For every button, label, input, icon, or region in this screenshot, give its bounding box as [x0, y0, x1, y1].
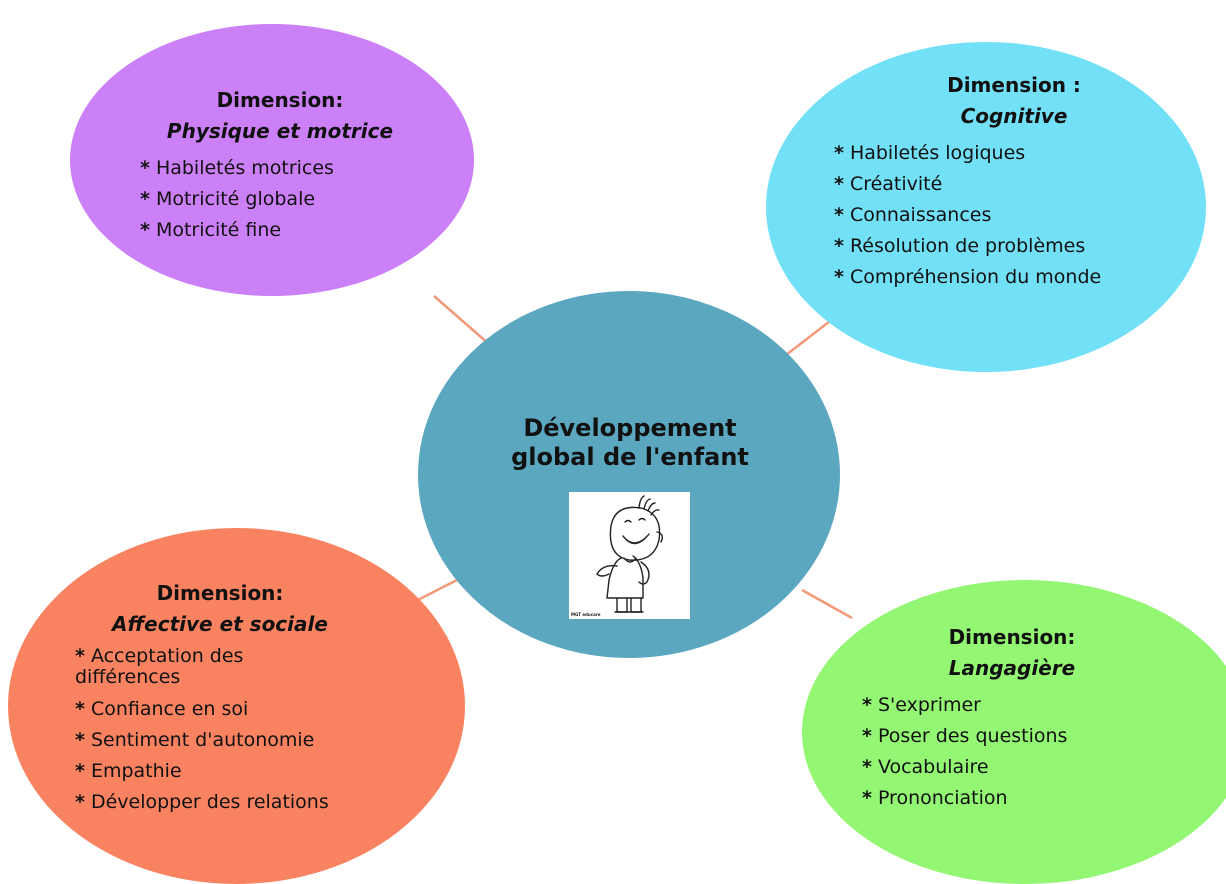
list-item: *Vocabulaire — [862, 752, 1162, 783]
bullet-star: * — [862, 787, 872, 809]
item-label: Résolution de problèmes — [849, 235, 1086, 257]
bullet-star: * — [75, 698, 85, 720]
center-title: Développement global de l'enfant — [511, 414, 749, 471]
connector-physique — [433, 295, 491, 346]
list-item: *Sentiment d'autonomie — [75, 725, 365, 756]
bubble-cognitive — [766, 42, 1206, 372]
list-item: *Développer des relations — [75, 787, 365, 818]
bubble-langagiere — [802, 580, 1226, 884]
item-label: Poser des questions — [877, 725, 1068, 747]
item-label: Sentiment d'autonomie — [90, 729, 315, 751]
item-label: Habiletés logiques — [849, 142, 1026, 164]
list-item: *Acceptation des différences — [75, 646, 285, 688]
bullet-star: * — [834, 235, 844, 257]
dimension-langagiere: Dimension: Langagière *S'exprimer *Poser… — [862, 622, 1162, 814]
bullet-star: * — [862, 694, 872, 716]
bullet-star: * — [75, 729, 85, 751]
list-item: *S'exprimer — [862, 690, 1162, 721]
item-label: Compréhension du monde — [849, 266, 1102, 288]
item-label: Empathie — [90, 760, 182, 782]
dimension-cognitive: Dimension : Cognitive *Habiletés logique… — [834, 70, 1154, 293]
list-item: *Prononciation — [862, 783, 1162, 814]
dimension-physique: Dimension: Physique et motrice *Habileté… — [140, 85, 430, 246]
bullet-star: * — [75, 791, 85, 813]
list-item: *Empathie — [75, 756, 365, 787]
list-item: *Résolution de problèmes — [834, 231, 1154, 262]
bullet-star: * — [140, 219, 150, 241]
bullet-star: * — [75, 645, 85, 667]
bubble-physique — [70, 24, 474, 296]
item-label: Prononciation — [877, 787, 1008, 809]
dimension-items: *Habiletés logiques *Créativité *Connais… — [834, 138, 1154, 293]
dimension-subtitle: Physique et motrice — [166, 119, 394, 143]
item-label: Confiance en soi — [90, 698, 249, 720]
item-label: Habiletés motrices — [155, 157, 334, 179]
dimension-subtitle: Langagière — [948, 656, 1076, 680]
child-cartoon-icon: MGT educare — [571, 495, 664, 617]
bullet-star: * — [834, 142, 844, 164]
item-label: Vocabulaire — [877, 756, 989, 778]
image-caption: MGT educare — [571, 612, 601, 617]
bullet-star: * — [862, 756, 872, 778]
bullet-star: * — [140, 157, 150, 179]
dimension-title: Dimension: — [156, 581, 284, 605]
list-item: *Habiletés logiques — [834, 138, 1154, 169]
child-image: MGT educare — [569, 492, 690, 619]
list-item: *Créativité — [834, 169, 1154, 200]
bullet-star: * — [834, 173, 844, 195]
dimension-subtitle: Cognitive — [960, 104, 1068, 128]
bullet-star: * — [834, 204, 844, 226]
bullet-star: * — [862, 725, 872, 747]
bullet-star: * — [140, 188, 150, 210]
dimension-title: Dimension: — [948, 625, 1076, 649]
bullet-star: * — [834, 266, 844, 288]
item-label: Connaissances — [849, 204, 992, 226]
item-label: Créativité — [849, 173, 943, 195]
dimension-items: *Habiletés motrices *Motricité globale *… — [140, 153, 430, 246]
dimension-items: *S'exprimer *Poser des questions *Vocabu… — [862, 690, 1162, 814]
list-item: *Confiance en soi — [75, 694, 365, 725]
item-label: Développer des relations — [90, 791, 329, 813]
list-item: *Poser des questions — [862, 721, 1162, 752]
dimension-items: *Acceptation des différences *Confiance … — [75, 646, 365, 818]
dimension-subtitle: Affective et sociale — [112, 612, 328, 636]
dimension-title: Dimension : — [947, 73, 1081, 97]
list-item: *Connaissances — [834, 200, 1154, 231]
dimension-affective: Dimension: Affective et sociale *Accepta… — [75, 578, 365, 818]
list-item: *Motricité fine — [140, 215, 430, 246]
bubble-affective — [8, 528, 465, 884]
bullet-star: * — [75, 760, 85, 782]
connector-langagiere — [801, 588, 853, 620]
item-label: S'exprimer — [877, 694, 981, 716]
connector-cognitive — [785, 317, 835, 356]
dimension-title: Dimension: — [216, 88, 344, 112]
list-item: *Motricité globale — [140, 184, 430, 215]
list-item: *Habiletés motrices — [140, 153, 430, 184]
item-label: Motricité fine — [155, 219, 282, 241]
item-label: Motricité globale — [155, 188, 316, 210]
list-item: *Compréhension du monde — [834, 262, 1154, 293]
item-label: Acceptation des différences — [75, 645, 244, 688]
